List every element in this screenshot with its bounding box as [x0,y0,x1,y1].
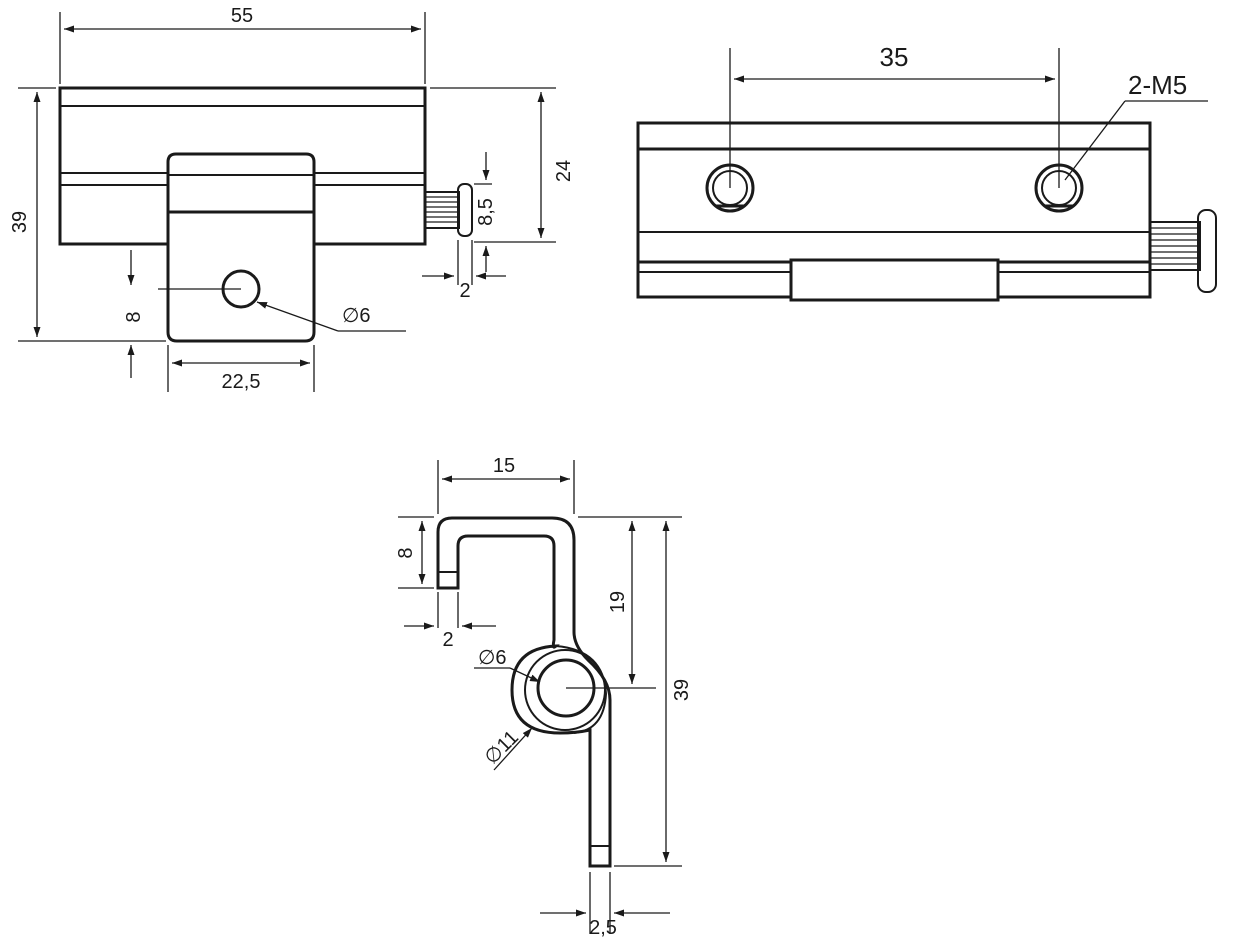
dim-height-39-side: 39 [671,679,693,701]
dim-height-39: 39 [9,211,31,233]
dim-hole-spacing-35: 35 [880,42,909,72]
eye-outer [524,649,606,731]
dim-hook-8: 8 [395,547,417,558]
dim-bore-6: ∅6 [478,647,507,669]
dim-pin-gap-2: 2 [459,280,470,302]
dim-thickness-2-5: 2,5 [589,917,617,939]
dim-hole-offset-8: 8 [123,311,145,322]
top-view: 35 2-M5 [636,42,1217,302]
dim-leaf-22-5: 22,5 [222,371,261,393]
dim-pin-8-5: 8,5 [475,198,497,226]
hinge-leaf [166,152,316,343]
dim-hole-dia-6: ∅6 [342,305,371,327]
dim-height-19: 19 [607,591,629,613]
dim-outer-11: ∅11 [480,726,523,769]
top-pin-head [1197,209,1217,293]
pin-head [457,183,473,237]
top-leaf [789,258,1000,302]
front-view: 55 39 24 8,5 2 8 ∅6 22,5 [9,5,575,393]
hook-profile [436,516,612,868]
dim-hook-gap-2: 2 [442,629,453,651]
dim-thread-2-m5: 2-M5 [1128,70,1187,100]
dim-width-55: 55 [231,5,253,27]
dim-width-15: 15 [493,455,515,477]
side-view: 15 8 2 19 39 ∅6 ∅11 2,5 [395,455,693,939]
dim-top-24: 24 [553,160,575,182]
